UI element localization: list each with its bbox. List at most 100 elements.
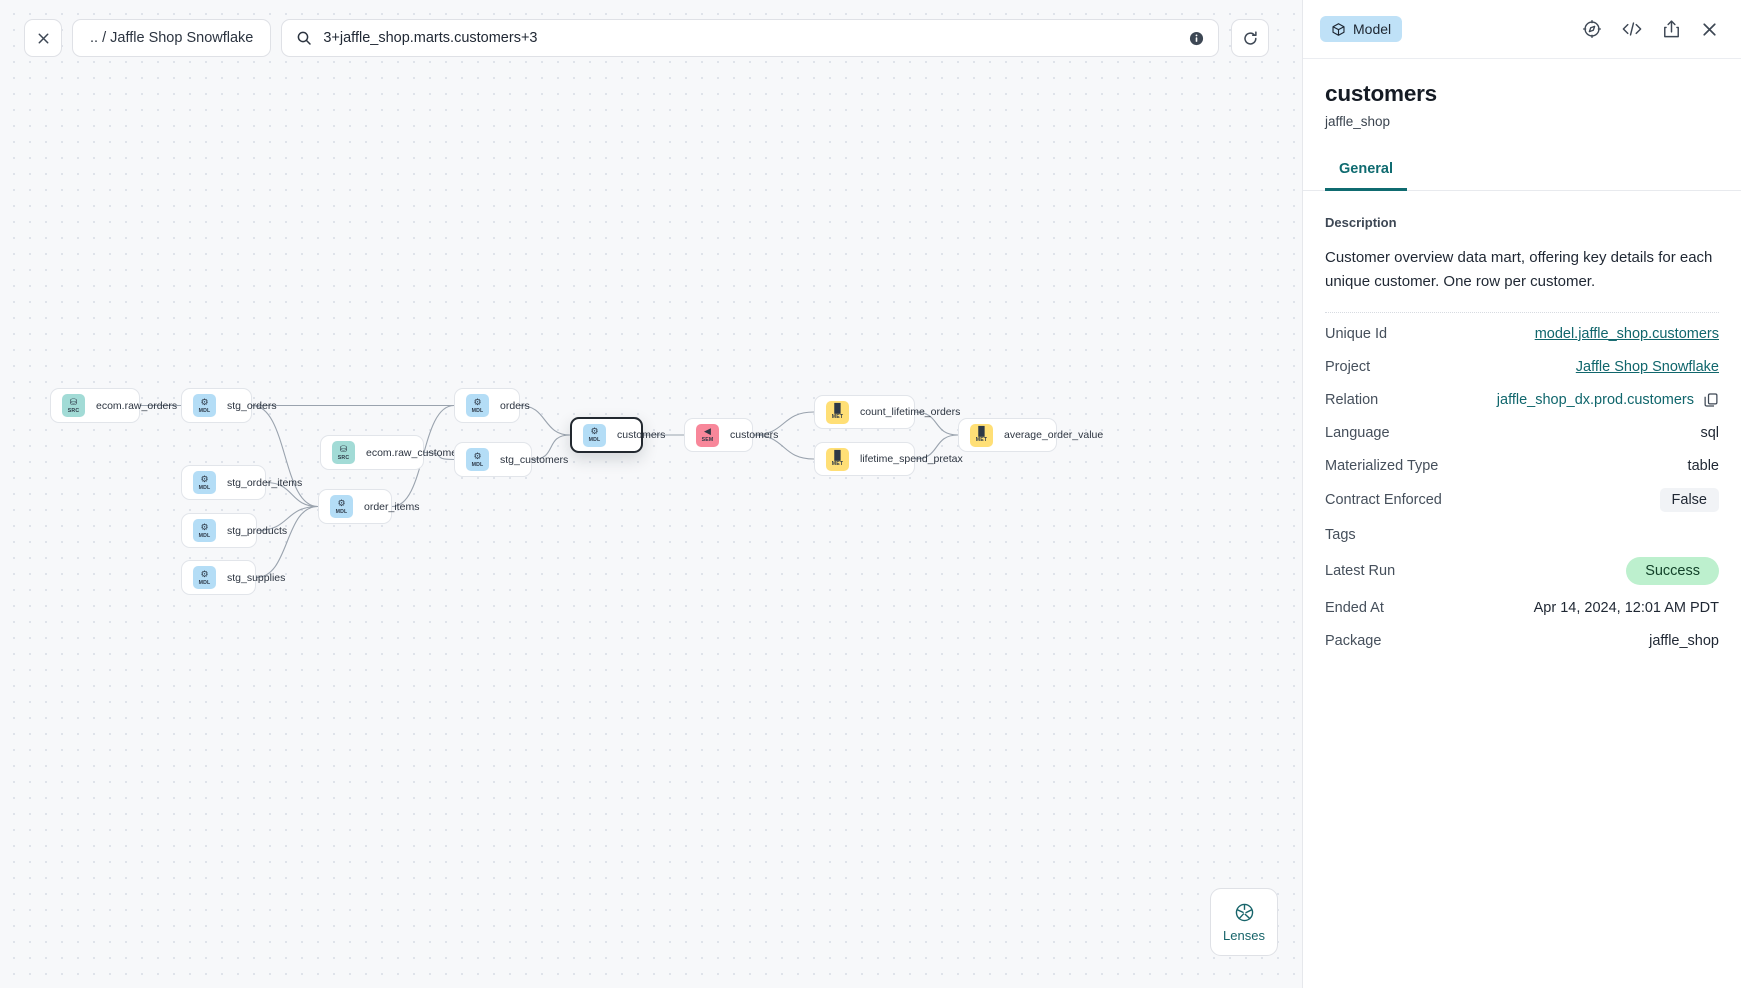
sem-badge-icon: ◀SEM — [696, 423, 719, 447]
detail-row: Unique Id model.jaffle_shop.customers — [1325, 317, 1719, 350]
search-icon — [298, 31, 312, 45]
detail-value: table — [1687, 457, 1719, 474]
dag-node-label: orders — [500, 399, 530, 412]
dag-node-label: customers — [730, 429, 779, 441]
dag-node-stg_order_items[interactable]: ⚙MDL stg_order_items — [181, 465, 302, 500]
info-icon[interactable] — [1189, 31, 1204, 46]
detail-value-wrap: Success — [1626, 557, 1719, 585]
mdl-badge-icon: ⚙MDL — [583, 423, 606, 447]
detail-row: Language sql — [1325, 416, 1719, 449]
panel-header: customers jaffle_shop — [1303, 59, 1741, 129]
lenses-button[interactable]: Lenses — [1210, 888, 1278, 956]
detail-value-link[interactable]: jaffle_shop_dx.prod.customers — [1496, 391, 1694, 408]
met-badge-icon: █MET — [826, 447, 849, 471]
dag-node-label: stg_orders — [227, 399, 277, 412]
resource-type-label: Model — [1353, 21, 1392, 37]
detail-value: Apr 14, 2024, 12:01 AM PDT — [1533, 599, 1719, 616]
detail-value-wrap: jaffle_shop_dx.prod.customers — [1497, 392, 1719, 408]
description-label: Description — [1325, 215, 1397, 230]
mdl-badge-icon: ⚙MDL — [193, 519, 216, 542]
dag-node-lifetime_spend_pretax[interactable]: █MET lifetime_spend_pretax — [814, 442, 963, 476]
src-badge-icon: ⛁SRC — [62, 394, 85, 417]
tab-general[interactable]: General — [1325, 155, 1407, 191]
dag-node-ecom_raw_customers[interactable]: ⛁SRC ecom.raw_customers — [320, 435, 466, 470]
dag-node-average_order_value[interactable]: █MET average_order_value — [958, 418, 1103, 452]
src-badge-icon: ⛁SRC — [332, 441, 355, 464]
detail-row: Project Jaffle Shop Snowflake — [1325, 350, 1719, 383]
dag-node-customers_semantic[interactable]: ◀SEM customers — [684, 418, 778, 452]
detail-key: Language — [1325, 424, 1390, 441]
detail-key: Latest Run — [1325, 563, 1396, 579]
mdl-badge-icon: ⚙MDL — [466, 394, 489, 417]
detail-key: Project — [1325, 358, 1371, 375]
dag-edge — [255, 505, 319, 579]
mdl-badge-icon: ⚙MDL — [193, 566, 216, 589]
dag-node-label: stg_order_items — [227, 476, 303, 489]
mdl-badge-icon: ⚙MDL — [193, 471, 216, 494]
panel-body: Description Customer overview data mart,… — [1303, 191, 1741, 988]
share-icon[interactable] — [1662, 19, 1681, 39]
compass-icon[interactable] — [1582, 19, 1602, 39]
dag-node-label: stg_supplies — [227, 571, 286, 584]
detail-key: Relation — [1325, 391, 1379, 408]
detail-key: Ended At — [1325, 599, 1384, 616]
status-badge: Success — [1626, 557, 1719, 585]
details-panel: Model — [1302, 0, 1741, 988]
dag-node-orders[interactable]: ⚙MDL orders — [454, 388, 530, 423]
detail-value-wrap: sql — [1700, 425, 1719, 441]
search-input[interactable]: 3+jaffle_shop.marts.customers+3 — [281, 19, 1220, 57]
detail-key: Unique Id — [1325, 325, 1388, 342]
resource-type-pill[interactable]: Model — [1320, 16, 1403, 42]
dag-node-label: stg_customers — [500, 453, 569, 466]
dag-node-customers_model[interactable]: ⚙MDL customers — [570, 417, 665, 453]
page-title: customers — [1325, 81, 1437, 106]
detail-row: Latest Run Success — [1325, 551, 1719, 591]
detail-value: sql — [1700, 424, 1719, 441]
code-icon[interactable] — [1621, 19, 1643, 39]
detail-value-wrap: False — [1659, 488, 1719, 512]
detail-value-link[interactable]: Jaffle Shop Snowflake — [1575, 358, 1719, 375]
detail-row: Relation jaffle_shop_dx.prod.customers — [1325, 383, 1719, 416]
dag-node-label: count_lifetime_orders — [860, 406, 961, 418]
close-graph-button[interactable] — [24, 19, 62, 57]
detail-row: Tags — [1325, 518, 1719, 551]
dag-node-label: lifetime_spend_pretax — [860, 453, 963, 465]
detail-value-wrap: model.jaffle_shop.customers — [1535, 326, 1719, 342]
dag-node-label: customers — [617, 429, 666, 441]
cube-icon — [1332, 22, 1345, 36]
copy-icon[interactable] — [1703, 392, 1719, 408]
dag-node-stg_customers[interactable]: ⚙MDL stg_customers — [454, 442, 568, 477]
dag-node-stg_orders[interactable]: ⚙MDL stg_orders — [181, 388, 277, 423]
detail-value-link[interactable]: model.jaffle_shop.customers — [1534, 325, 1719, 342]
detail-value-wrap: jaffle_shop — [1649, 633, 1719, 649]
detail-row: Ended At Apr 14, 2024, 12:01 AM PDT — [1325, 591, 1719, 624]
mdl-badge-icon: ⚙MDL — [330, 495, 353, 518]
lenses-label: Lenses — [1223, 927, 1265, 943]
dag-node-stg_supplies[interactable]: ⚙MDL stg_supplies — [181, 560, 285, 595]
description-text: Customer overview data mart, offering ke… — [1325, 249, 1713, 290]
met-badge-icon: █MET — [970, 423, 993, 447]
detail-value-wrap: Apr 14, 2024, 12:01 AM PDT — [1534, 600, 1719, 616]
refresh-button[interactable] — [1231, 19, 1270, 57]
close-panel-icon[interactable] — [1700, 20, 1719, 39]
dag-node-count_lifetime_orders[interactable]: █MET count_lifetime_orders — [814, 395, 960, 429]
search-value: 3+jaffle_shop.marts.customers+3 — [323, 30, 538, 46]
dag-node-label: ecom.raw_customers — [366, 446, 466, 459]
page-subtitle: jaffle_shop — [1325, 114, 1391, 129]
breadcrumb[interactable]: .. / Jaffle Shop Snowflake — [72, 19, 272, 57]
dag-node-label: average_order_value — [1004, 429, 1104, 441]
mdl-badge-icon: ⚙MDL — [193, 394, 216, 417]
met-badge-icon: █MET — [826, 400, 849, 424]
detail-value: jaffle_shop — [1649, 632, 1719, 649]
refresh-icon — [1244, 30, 1257, 45]
detail-key: Tags — [1325, 526, 1356, 543]
mdl-badge-icon: ⚙MDL — [466, 448, 489, 471]
close-icon — [38, 33, 48, 43]
lineage-canvas[interactable]: .. / Jaffle Shop Snowflake 3+jaffle_shop… — [0, 0, 1302, 988]
